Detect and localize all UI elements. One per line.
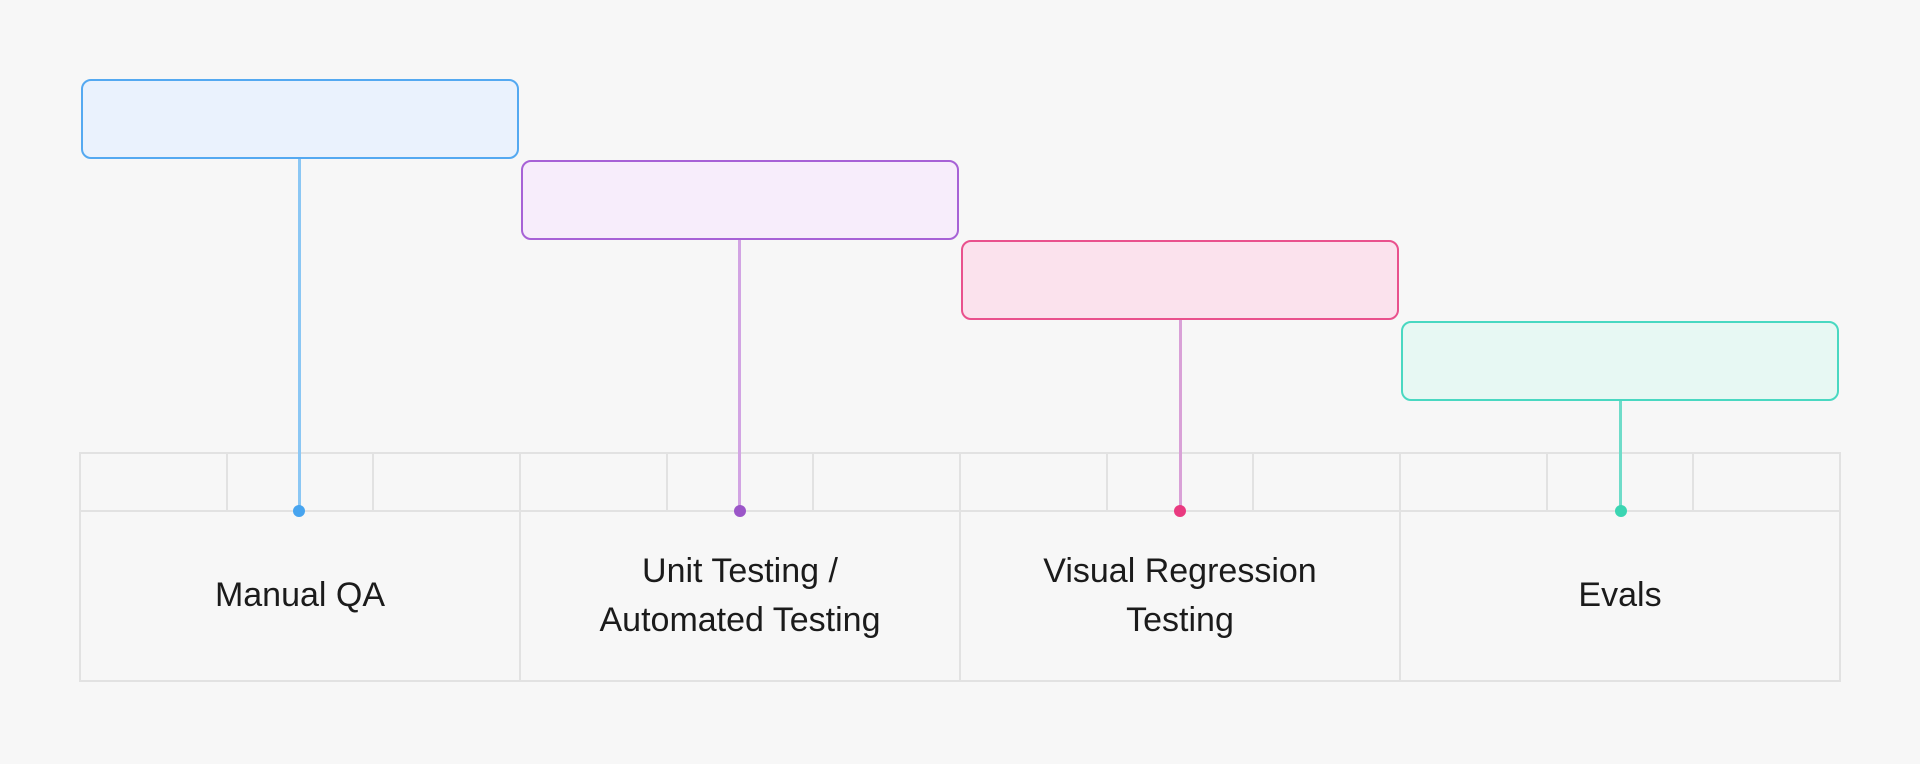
ruler-cell [1105,454,1255,510]
stage-box-visual-regression-testing [961,240,1399,320]
table-column-manual-qa: Manual QA [81,454,521,680]
stage-box-evals [1401,321,1839,401]
timeline-dot-manual-qa [293,505,305,517]
connector-line-evals [1619,401,1622,511]
label-cell: Manual QA [81,512,519,680]
stage-label-manual-qa: Manual QA [214,576,386,615]
table-column-unit-automated-testing: Unit Testing / Automated Testing [521,454,961,680]
ruler-cell [225,454,375,510]
connector-line-visual-regression-testing [1179,320,1182,511]
stage-label-unit-automated-testing: Unit Testing / Automated Testing [599,551,881,639]
ruler-cell [1545,454,1695,510]
stage-box-unit-automated-testing [521,160,959,240]
ruler-cell [814,454,959,510]
stage-label-visual-regression-testing: Visual Regression Testing [1043,551,1317,639]
ruler-cell [81,454,226,510]
stage-box-manual-qa [81,79,519,159]
timeline-table: Manual QA Unit Testing / Automated Testi… [79,452,1841,682]
timeline-dot-evals [1615,505,1627,517]
connector-line-unit-automated-testing [738,240,741,511]
ruler-cell [374,454,519,510]
timeline-dot-unit-automated-testing [734,505,746,517]
label-cell: Unit Testing / Automated Testing [521,512,959,680]
ruler-cell [1401,454,1546,510]
label-cell: Visual Regression Testing [961,512,1399,680]
label-cell: Evals [1401,512,1839,680]
ruler-cell [521,454,666,510]
timeline-dot-visual-regression-testing [1174,505,1186,517]
ruler-cell [665,454,815,510]
ruler-cell [961,454,1106,510]
ruler-cell [1254,454,1399,510]
ruler-cell [1694,454,1839,510]
connector-line-manual-qa [298,159,301,511]
stage-label-evals: Evals [1578,576,1662,615]
